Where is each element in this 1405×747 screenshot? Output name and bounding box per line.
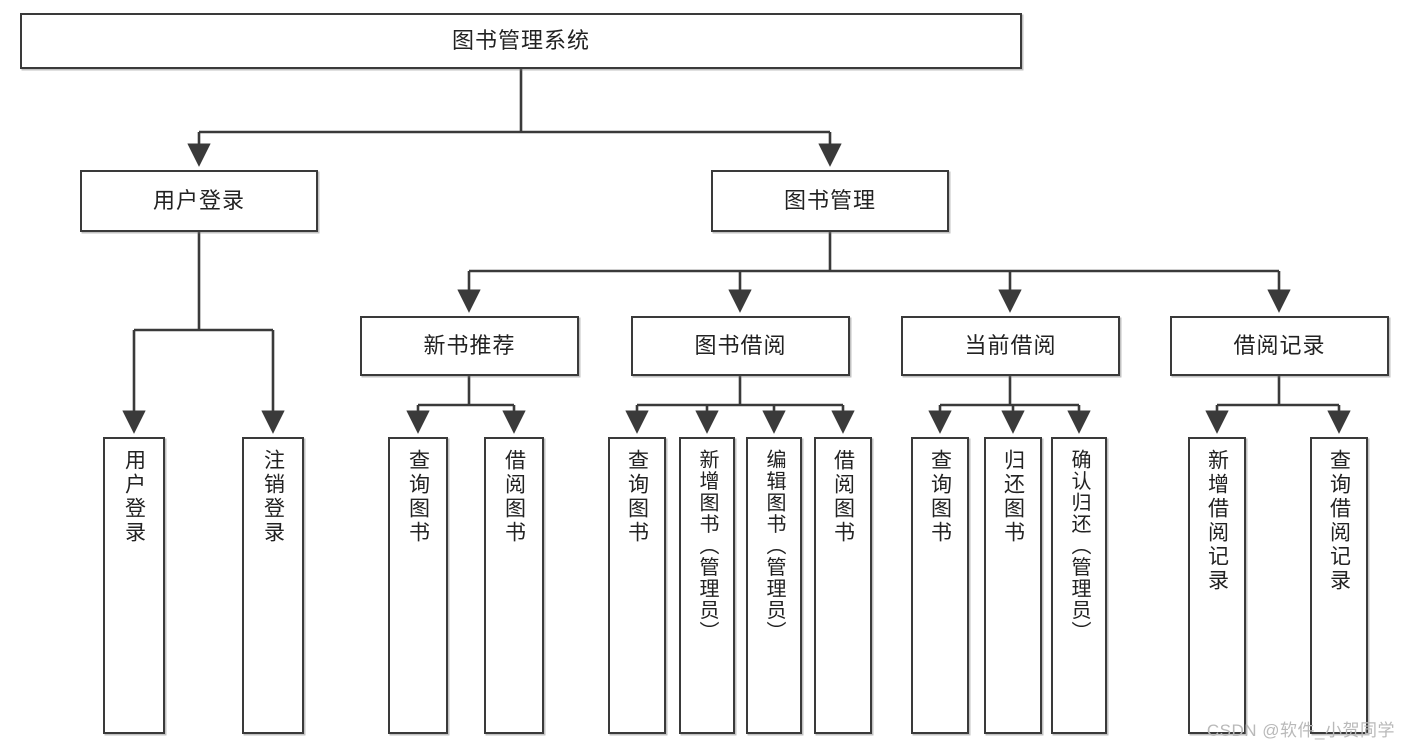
- leaf-borrow-borrow-book[interactable]: 借阅图书: [814, 437, 872, 734]
- node-book-management-label: 图书管理: [783, 188, 876, 214]
- node-book-management[interactable]: 图书管理: [711, 170, 949, 232]
- edge-group-records: [1205, 376, 1351, 434]
- leaf-borrow-edit-book-admin-label: 编辑图书（管理员）: [763, 449, 785, 643]
- leaf-user-logout-label: 注销登录: [261, 449, 285, 545]
- leaf-borrow-query-book-label: 查询图书: [625, 449, 649, 545]
- leaf-user-login-label: 用户登录: [122, 449, 146, 545]
- leaf-records-add-record-label: 新增借阅记录: [1205, 449, 1229, 593]
- edge-group-root: [187, 69, 842, 167]
- leaf-current-query-book-label: 查询图书: [928, 449, 952, 545]
- leaf-current-confirm-return-admin[interactable]: 确认归还（管理员）: [1051, 437, 1107, 734]
- watermark-text: CSDN @软件_小贺同学: [1206, 721, 1395, 740]
- leaf-records-add-record[interactable]: 新增借阅记录: [1188, 437, 1246, 734]
- leaf-current-return-book-label: 归还图书: [1001, 449, 1025, 545]
- leaf-records-query-record-label: 查询借阅记录: [1327, 449, 1351, 593]
- edge-group-borrow: [625, 376, 855, 434]
- node-book-borrow[interactable]: 图书借阅: [631, 316, 850, 376]
- node-book-borrow-label: 图书借阅: [694, 333, 787, 359]
- leaf-current-query-book[interactable]: 查询图书: [911, 437, 969, 734]
- node-root-label: 图书管理系统: [451, 28, 590, 54]
- edge-group-current: [928, 376, 1091, 434]
- leaf-newbook-borrow-book[interactable]: 借阅图书: [484, 437, 544, 734]
- leaf-borrow-add-book-admin[interactable]: 新增图书（管理员）: [679, 437, 735, 734]
- node-user-login-label: 用户登录: [152, 188, 245, 214]
- node-current-borrow-label: 当前借阅: [964, 333, 1057, 359]
- leaf-user-login[interactable]: 用户登录: [103, 437, 165, 734]
- leaf-records-query-record[interactable]: 查询借阅记录: [1310, 437, 1368, 734]
- node-root[interactable]: 图书管理系统: [20, 13, 1022, 69]
- edge-group-book-mgmt: [457, 232, 1291, 313]
- node-current-borrow[interactable]: 当前借阅: [901, 316, 1120, 376]
- leaf-borrow-query-book[interactable]: 查询图书: [608, 437, 666, 734]
- leaf-newbook-query-book-label: 查询图书: [406, 449, 430, 545]
- edge-group-user-login: [122, 232, 285, 434]
- node-user-login[interactable]: 用户登录: [80, 170, 318, 232]
- leaf-borrow-add-book-admin-label: 新增图书（管理员）: [696, 449, 718, 643]
- leaf-newbook-borrow-book-label: 借阅图书: [502, 449, 526, 545]
- node-new-book-recommend[interactable]: 新书推荐: [360, 316, 579, 376]
- node-borrow-records-label: 借阅记录: [1233, 333, 1326, 359]
- edge-group-new-book: [406, 376, 526, 434]
- node-borrow-records[interactable]: 借阅记录: [1170, 316, 1389, 376]
- node-new-book-recommend-label: 新书推荐: [423, 333, 516, 359]
- leaf-current-return-book[interactable]: 归还图书: [984, 437, 1042, 734]
- leaf-current-confirm-return-admin-label: 确认归还（管理员）: [1068, 449, 1090, 643]
- leaf-newbook-query-book[interactable]: 查询图书: [388, 437, 448, 734]
- leaf-borrow-borrow-book-label: 借阅图书: [831, 449, 855, 545]
- leaf-borrow-edit-book-admin[interactable]: 编辑图书（管理员）: [746, 437, 802, 734]
- leaf-user-logout[interactable]: 注销登录: [242, 437, 304, 734]
